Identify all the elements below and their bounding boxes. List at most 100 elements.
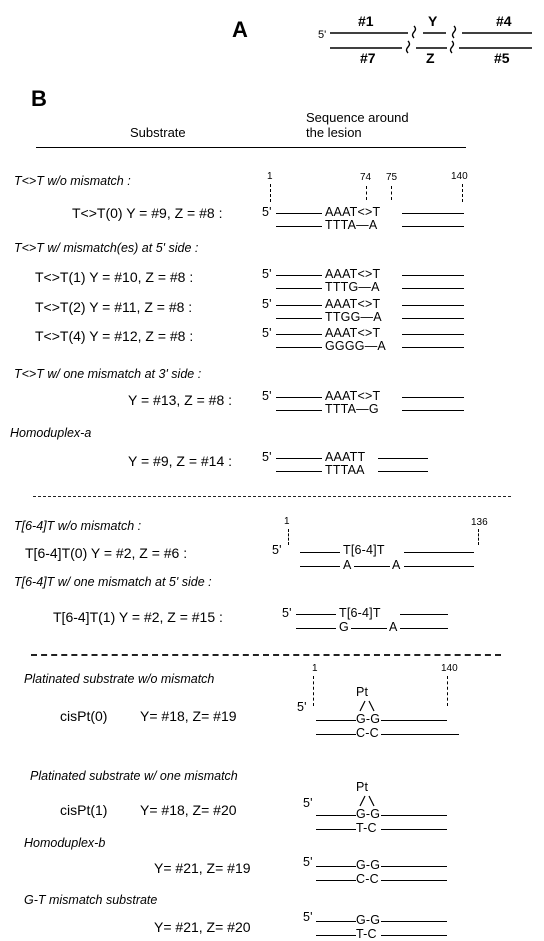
- group-label: Platinated substrate w/ one mismatch: [30, 769, 238, 783]
- top-sequence: T[6-4]T: [339, 606, 381, 620]
- top-sequence: AAATT: [325, 450, 366, 464]
- group-label: G-T mismatch substrate: [24, 893, 158, 907]
- bottom-base: A: [343, 558, 352, 572]
- position-marker: 1: [312, 663, 318, 674]
- five-prime-label: 5': [262, 205, 272, 219]
- substrate-label: T<>T(2) Y = #11, Z = #8 :: [35, 299, 193, 315]
- bottom-strand: [402, 347, 464, 348]
- bottom-strand: [300, 566, 340, 567]
- top-sequence: G-G: [356, 807, 381, 821]
- top-strand: [316, 720, 356, 721]
- section-separator: [31, 654, 501, 656]
- top-sequence: G-G: [356, 858, 381, 872]
- substrate-label: T<>T(1) Y = #10, Z = #8 :: [35, 269, 194, 285]
- top-strand: [402, 397, 464, 398]
- bottom-sequence: C-C: [356, 726, 379, 740]
- panel-b-label: B: [31, 86, 47, 111]
- bottom-strand: [402, 288, 464, 289]
- bottom-sequence: GGGG—A: [325, 339, 386, 353]
- five-prime-label: 5': [272, 543, 282, 557]
- top-strand: [276, 305, 322, 306]
- five-prime-label: 5': [262, 450, 272, 464]
- position-marker: 140: [451, 171, 468, 182]
- bottom-strand: [354, 566, 390, 567]
- top-strand: [316, 815, 356, 816]
- position-tick: [313, 676, 314, 706]
- position-tick: [391, 186, 392, 200]
- bottom-strand: [296, 628, 336, 629]
- substrate-label: Y = #13, Z = #8 :: [128, 392, 233, 408]
- position-marker: 75: [386, 172, 398, 183]
- bottom-strand: [381, 935, 447, 936]
- position-tick: [270, 184, 271, 202]
- bottom-sequence: T-C: [356, 821, 377, 835]
- top-strand: [276, 275, 322, 276]
- bottom-strand: [402, 410, 464, 411]
- bottom-strand: [400, 628, 448, 629]
- group-label: Homoduplex-b: [24, 836, 106, 850]
- substrate-label: Y= #21, Z= #19: [154, 860, 251, 876]
- group-label: T[6-4]T w/ one mismatch at 5' side :: [14, 575, 212, 589]
- top-sequence: AAAT<>T: [325, 326, 381, 340]
- bottom-sequence: TTTA—A: [325, 218, 378, 232]
- substrate-label: T<>T(0) Y = #9, Z = #8 :: [72, 205, 223, 221]
- top-strand: [381, 720, 447, 721]
- bottom-strand: [378, 471, 428, 472]
- panel-a-label: A: [232, 17, 248, 42]
- top-strand: [404, 552, 474, 553]
- bottom-sequence: TTTG—A: [325, 280, 380, 294]
- group-label: T[6-4]T w/o mismatch :: [14, 519, 142, 533]
- panel-a-bottom-5: #5: [494, 50, 510, 66]
- substrate-label: Y= #18, Z= #20: [140, 802, 237, 818]
- group-label: T<>T w/ one mismatch at 3' side :: [14, 367, 202, 381]
- bottom-sequence: TTTA—G: [325, 402, 379, 416]
- top-strand: [381, 921, 447, 922]
- bottom-strand: [402, 226, 464, 227]
- position-tick: [288, 529, 289, 545]
- bottom-strand: [381, 829, 447, 830]
- five-prime-label: 5': [262, 267, 272, 281]
- top-strand: [402, 275, 464, 276]
- top-strand: [276, 334, 322, 335]
- substrate-label: Y= #21, Z= #20: [154, 919, 251, 935]
- panel-a-bottom-z: Z: [426, 50, 435, 66]
- five-prime-label: 5': [262, 389, 272, 403]
- top-sequence: G-G: [356, 913, 381, 927]
- position-tick: [447, 676, 448, 706]
- substrate-label: T<>T(4) Y = #12, Z = #8 :: [35, 328, 194, 344]
- top-sequence: T[6-4]T: [343, 543, 385, 557]
- substrate-label: Y= #18, Z= #19: [140, 708, 237, 724]
- bottom-strand: [402, 318, 464, 319]
- top-strand: [402, 305, 464, 306]
- bottom-base: A: [392, 558, 401, 572]
- five-prime-label: 5': [282, 606, 292, 620]
- bottom-sequence: T-C: [356, 927, 377, 941]
- top-sequence: AAAT<>T: [325, 297, 381, 311]
- top-strand: [316, 866, 356, 867]
- top-strand: [300, 552, 340, 553]
- top-sequence: G-G: [356, 712, 381, 726]
- bottom-strand: [276, 471, 322, 472]
- position-marker: 1: [267, 171, 273, 182]
- bottom-strand: [316, 880, 356, 881]
- section-separator: [33, 496, 511, 497]
- five-prime-label: 5': [303, 855, 313, 869]
- bottom-base: A: [389, 620, 398, 634]
- five-prime-label: 5': [262, 297, 272, 311]
- top-strand: [381, 866, 447, 867]
- position-tick: [478, 529, 479, 545]
- group-label: Homoduplex-a: [10, 426, 92, 440]
- group-label: T<>T w/o mismatch :: [14, 174, 131, 188]
- top-strand: [296, 614, 336, 615]
- top-strand: [378, 458, 428, 459]
- top-strand: [276, 458, 322, 459]
- position-marker: 136: [471, 517, 488, 528]
- sequence-column-header-line1: Sequence around: [306, 110, 409, 125]
- position-marker: 1: [284, 516, 290, 527]
- top-strand: [402, 213, 464, 214]
- five-prime-label: 5': [303, 796, 313, 810]
- platinum-adduct-label: Pt: [356, 780, 369, 794]
- substrate-name: cisPt(1): [60, 802, 108, 818]
- position-tick: [366, 186, 367, 200]
